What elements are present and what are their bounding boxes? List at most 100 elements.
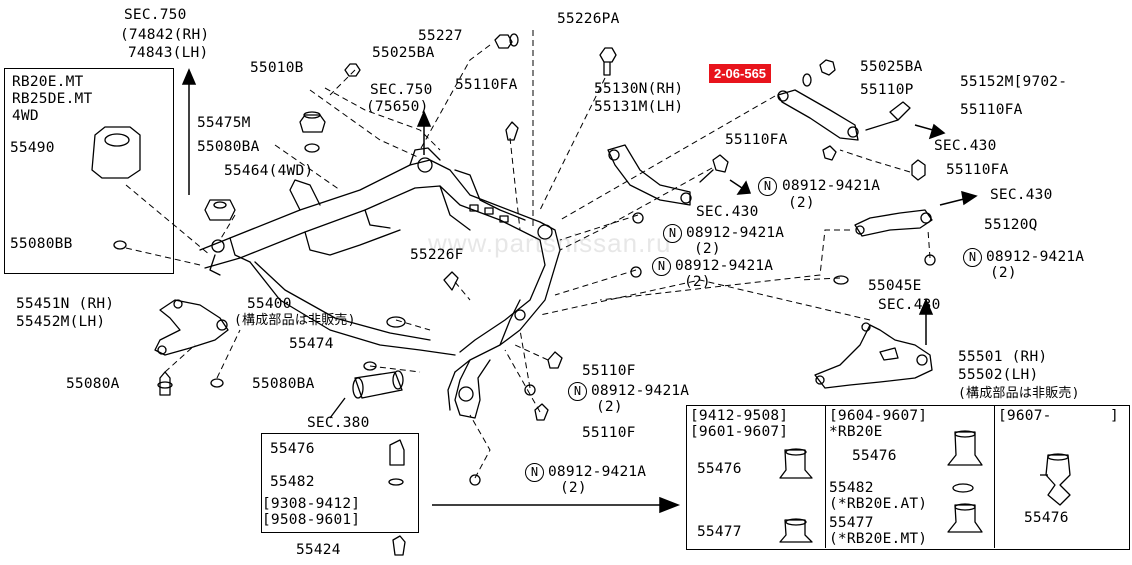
label-55110p[interactable]: 55110P <box>860 82 914 98</box>
inset-line-4wd: 4WD <box>12 108 39 124</box>
label-55110fa-a[interactable]: 55110FA <box>455 77 518 93</box>
label-sec430-c[interactable]: SEC.430 <box>990 187 1053 203</box>
lower-arm-55451 <box>154 299 229 356</box>
label-55452m[interactable]: 55452M(LH) <box>16 314 106 330</box>
variant-col3-h1: [9607- <box>998 408 1052 424</box>
bushing-55490 <box>91 126 141 179</box>
nut-55080ba <box>304 143 320 153</box>
variant-col3-h2: ] <box>1110 408 1119 424</box>
label-08912-c[interactable]: 08912-9421A <box>675 258 774 274</box>
label-sec380[interactable]: SEC.380 <box>307 415 370 431</box>
label-55080bb[interactable]: 55080BB <box>10 236 73 252</box>
inset-box-date-range <box>261 433 419 533</box>
label-sec750-top[interactable]: SEC.750 <box>124 7 187 23</box>
bolt-55080a <box>159 371 171 396</box>
date-range-9308: [9308-9412] <box>262 496 361 512</box>
label-55110fa-right[interactable]: 55110FA <box>960 102 1023 118</box>
variant-col2-h1: [9604-9607] <box>829 408 928 424</box>
variant-col1-h1: [9412-9508] <box>690 408 789 424</box>
label-08912-a[interactable]: 08912-9421A <box>782 178 881 194</box>
label-55080a[interactable]: 55080A <box>66 376 120 392</box>
date-range-9508: [9508-9601] <box>262 512 361 528</box>
label-08912-f[interactable]: 08912-9421A <box>548 464 647 480</box>
bushing-55475m <box>299 114 326 133</box>
label-55490[interactable]: 55490 <box>10 140 55 156</box>
label-55474[interactable]: 55474 <box>289 336 334 352</box>
label-55110fa-b[interactable]: 55110FA <box>725 132 788 148</box>
label-55080ba-b[interactable]: 55080BA <box>252 376 315 392</box>
circle-n-icon: N <box>663 224 682 243</box>
watermark: www.partsnissan.ru <box>428 228 672 258</box>
variant-col1-h2: [9601-9607] <box>690 424 789 440</box>
label-sec430-a[interactable]: SEC.430 <box>934 138 997 154</box>
label-55080ba-a[interactable]: 55080BA <box>197 139 260 155</box>
variant-col2-55476[interactable]: 55476 <box>852 448 897 464</box>
bushing-55474 <box>386 316 406 328</box>
circle-n-icon: N <box>758 177 777 196</box>
label-55110f-b[interactable]: 55110F <box>582 425 636 441</box>
variant-col2-55477-note: (*RB20E.MT) <box>829 531 928 547</box>
label-08912-d[interactable]: 08912-9421A <box>986 249 1085 265</box>
inset-box-4wd <box>4 68 174 274</box>
label-55152m[interactable]: 55152M[9702- <box>960 74 1068 90</box>
variant-col1-55476[interactable]: 55476 <box>697 461 742 477</box>
label-qty-f: (2) <box>560 480 587 496</box>
label-55227[interactable]: 55227 <box>418 28 463 44</box>
variant-col2-h2: *RB20E <box>829 424 883 440</box>
label-55025ba-top[interactable]: 55025BA <box>372 45 435 61</box>
link-55152 <box>777 89 859 141</box>
upper-link-55130 <box>607 144 692 206</box>
label-55424[interactable]: 55424 <box>296 542 341 558</box>
label-qty-e: (2) <box>596 399 623 415</box>
reference-badge[interactable]: 2-06-565 <box>709 64 772 83</box>
label-55131m[interactable]: 55131M(LH) <box>594 99 684 115</box>
label-55464[interactable]: 55464(4WD) <box>224 163 314 179</box>
label-55045e[interactable]: 55045E <box>868 278 922 294</box>
label-55400-note: (構成部品は非販売) <box>234 313 356 328</box>
label-qty-c: (2) <box>684 274 711 290</box>
label-08912-e[interactable]: 08912-9421A <box>591 383 690 399</box>
link-55120 <box>854 209 933 237</box>
label-55010b[interactable]: 55010B <box>250 60 304 76</box>
variant-col3-55476[interactable]: 55476 <box>1024 510 1069 526</box>
label-55501[interactable]: 55501 (RH) <box>958 349 1048 365</box>
label-74842[interactable]: (74842(RH) <box>120 27 210 43</box>
label-55025ba-right[interactable]: 55025BA <box>860 59 923 75</box>
label-qty-b: (2) <box>694 241 721 257</box>
label-55130n[interactable]: 55130N(RH) <box>594 81 684 97</box>
label-74843[interactable]: 74843(LH) <box>128 45 209 61</box>
label-sec430-b[interactable]: SEC.430 <box>696 204 759 220</box>
label-55502-note: (構成部品は非販売) <box>958 386 1080 401</box>
label-55110fa-c[interactable]: 55110FA <box>946 162 1009 178</box>
lower-arm-55501 <box>814 322 933 389</box>
circle-n-icon: N <box>652 257 671 276</box>
label-55476-box[interactable]: 55476 <box>270 441 315 457</box>
label-75650[interactable]: (75650) <box>366 99 429 115</box>
label-08912-b[interactable]: 08912-9421A <box>686 225 785 241</box>
variant-col2-55477[interactable]: 55477 <box>829 515 874 531</box>
bushing-sec380 <box>354 371 403 399</box>
label-55451n[interactable]: 55451N (RH) <box>16 296 115 312</box>
label-55475m[interactable]: 55475M <box>197 115 251 131</box>
label-55110f-a[interactable]: 55110F <box>582 363 636 379</box>
variant-col1-55477[interactable]: 55477 <box>697 524 742 540</box>
label-55226f[interactable]: 55226F <box>410 247 464 263</box>
circle-n-icon: N <box>525 463 544 482</box>
label-55226pa[interactable]: 55226PA <box>557 11 620 27</box>
label-55400[interactable]: 55400 <box>247 296 292 312</box>
label-qty-d: (2) <box>990 265 1017 281</box>
variant-col2-55482[interactable]: 55482 <box>829 480 874 496</box>
circle-n-icon: N <box>963 248 982 267</box>
inset-line-rb25de: RB25DE.MT <box>12 91 93 107</box>
label-qty-a: (2) <box>788 195 815 211</box>
inset-box-variants <box>686 405 1130 550</box>
label-55502[interactable]: 55502(LH) <box>958 367 1039 383</box>
label-55482-box[interactable]: 55482 <box>270 474 315 490</box>
label-sec430-d[interactable]: SEC.430 <box>878 297 941 313</box>
label-sec750-mid[interactable]: SEC.750 <box>370 82 433 98</box>
variant-col2-55482-note: (*RB20E.AT) <box>829 496 928 512</box>
inset-line-rb20e: RB20E.MT <box>12 74 84 90</box>
label-55120q[interactable]: 55120Q <box>984 217 1038 233</box>
bushing-55464 <box>204 199 236 221</box>
